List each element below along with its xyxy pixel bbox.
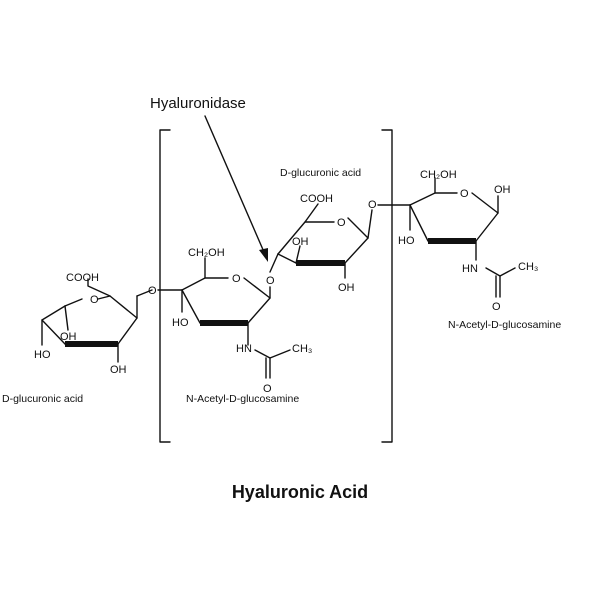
label-glucuronic-mid: D-glucuronic acid <box>280 167 361 179</box>
cooh-label: COOH <box>300 193 333 205</box>
ring-glucuronic-left <box>41 278 153 363</box>
ch3-label: CH₃ <box>292 343 312 355</box>
ring-oxygen: O <box>232 273 241 285</box>
cleavage-arrow <box>204 115 268 262</box>
ch2oh-label: CH₂OH <box>188 247 225 259</box>
ring-nag-right <box>377 177 516 298</box>
glycosidic-oxygen: O <box>266 275 275 287</box>
glycosidic-oxygen: O <box>148 285 157 297</box>
ch2oh-label: CH₂OH <box>420 169 457 181</box>
label-nag-right: N-Acetyl-D-glucosamine <box>448 319 561 331</box>
label-nag-mid: N-Acetyl-D-glucosamine <box>186 393 299 405</box>
cooh-label: COOH <box>66 272 99 284</box>
carbonyl-oxygen: O <box>492 301 501 313</box>
oh-label: OH <box>110 364 127 376</box>
oh-label: OH <box>494 184 511 196</box>
ring-oxygen: O <box>90 294 99 306</box>
hn-label: HN <box>236 343 252 355</box>
label-glucuronic-left: D-glucuronic acid <box>2 393 83 405</box>
ring-nag-mid <box>157 257 291 379</box>
ho-label: HO <box>34 349 51 361</box>
diagram-title: Hyaluronic Acid <box>232 482 368 502</box>
carbonyl-oxygen: O <box>263 383 272 395</box>
ring-oxygen: O <box>460 188 469 200</box>
ho-label: HO <box>172 317 189 329</box>
enzyme-label: Hyaluronidase <box>150 95 246 112</box>
ho-label: HO <box>398 235 415 247</box>
repeat-bracket-right <box>381 129 393 443</box>
oh-label: OH <box>338 282 355 294</box>
oh-label: OH <box>60 331 77 343</box>
oh-label: OH <box>292 236 309 248</box>
ring-glucuronic-mid <box>269 203 373 279</box>
hn-label: HN <box>462 263 478 275</box>
ring-oxygen: O <box>337 217 346 229</box>
ch3-label: CH₃ <box>518 261 538 273</box>
glycosidic-oxygen: O <box>368 199 377 211</box>
repeat-bracket-left <box>159 129 171 443</box>
